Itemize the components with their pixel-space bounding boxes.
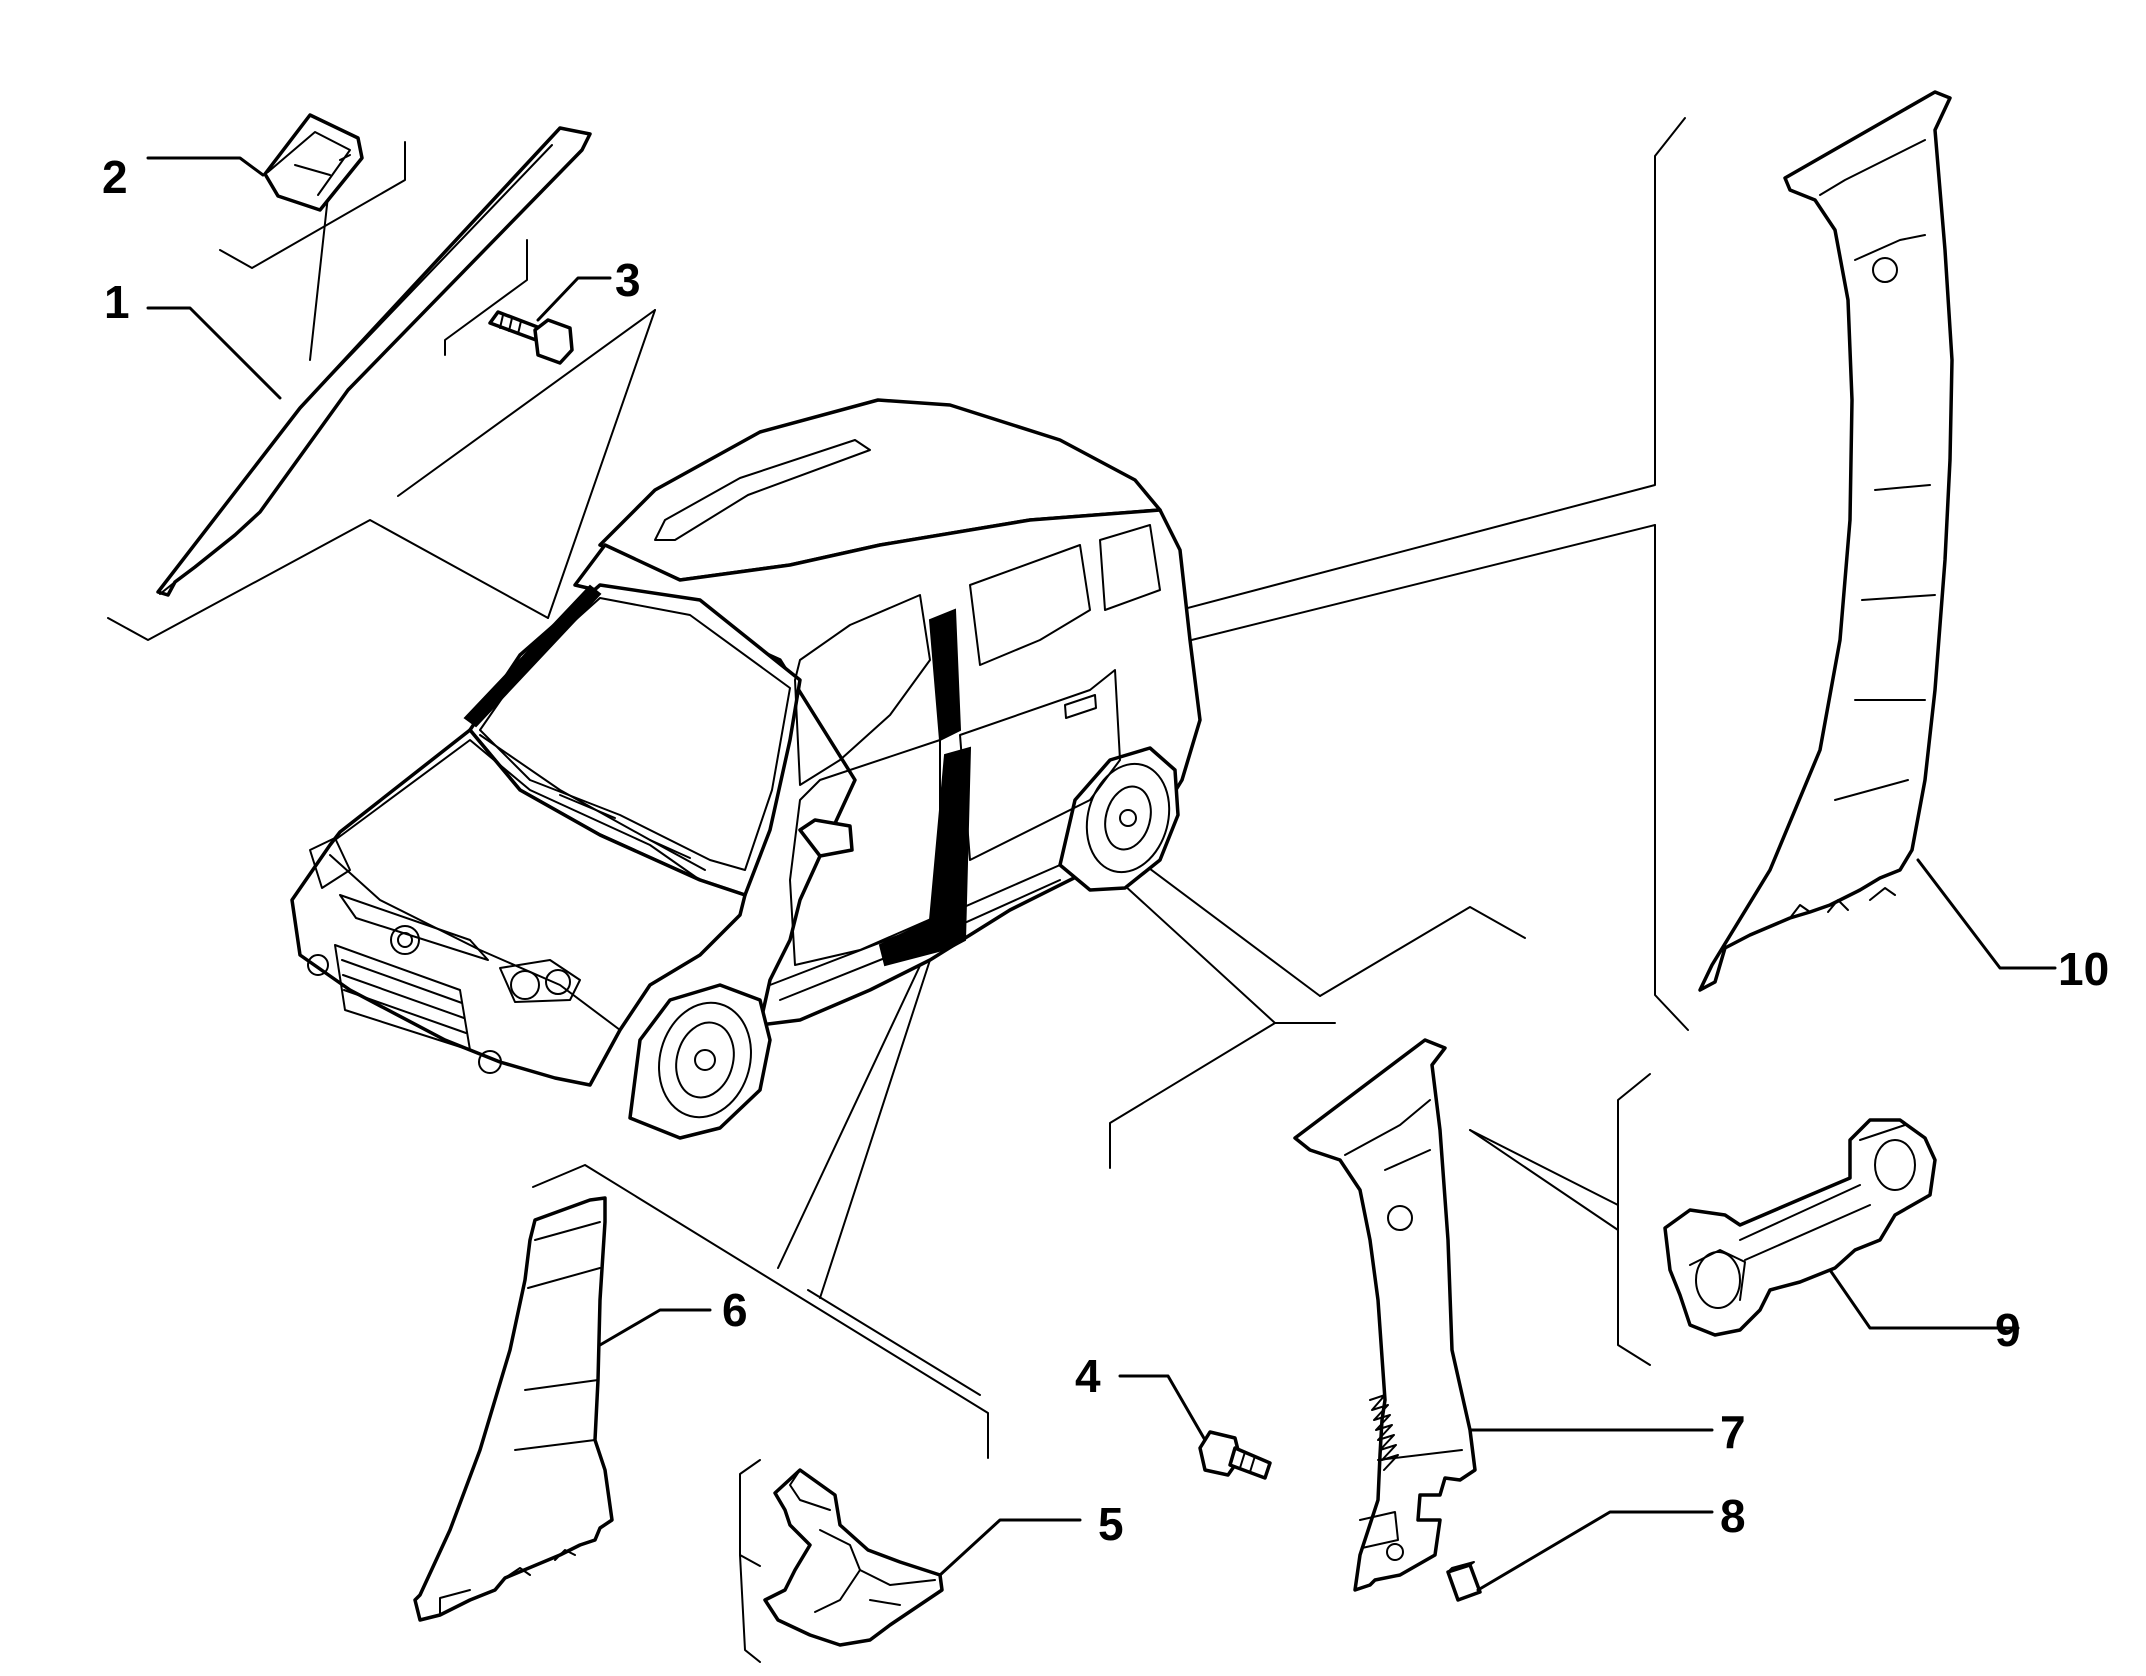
part-2-clip xyxy=(263,113,364,212)
callout-8: 8 xyxy=(1720,1490,1746,1542)
part-1-a-pillar-trim xyxy=(156,126,592,597)
callout-10: 10 xyxy=(2058,943,2109,995)
callout-labels: 1 2 3 4 5 6 7 8 9 10 xyxy=(102,151,2109,1550)
callout-1: 1 xyxy=(104,276,130,328)
group-frame-clip-9 xyxy=(1469,1073,1651,1366)
callout-2: 2 xyxy=(102,151,128,203)
part-3-bolt xyxy=(488,310,574,365)
callout-leaders xyxy=(146,156,2057,1592)
part-6-lower-pillar-trim xyxy=(413,1196,614,1622)
group-frame-sill xyxy=(532,954,989,1663)
callout-4: 4 xyxy=(1075,1350,1101,1402)
part-10-b-pillar-upper-trim xyxy=(1698,90,1954,992)
part-5-sill-bracket xyxy=(763,1468,944,1647)
group-frame-a-pillar xyxy=(107,141,656,641)
callout-9: 9 xyxy=(1995,1304,2021,1356)
car-illustration xyxy=(290,398,1202,1140)
part-9-bracket xyxy=(1663,1118,1937,1337)
callout-5: 5 xyxy=(1098,1498,1124,1550)
callout-3: 3 xyxy=(615,254,641,306)
part-7-b-pillar-lower-trim xyxy=(1293,1038,1477,1592)
callout-7: 7 xyxy=(1720,1406,1746,1458)
part-8-clip xyxy=(1446,1561,1482,1602)
part-4-bolt xyxy=(1198,1430,1272,1480)
callout-6: 6 xyxy=(722,1284,748,1336)
